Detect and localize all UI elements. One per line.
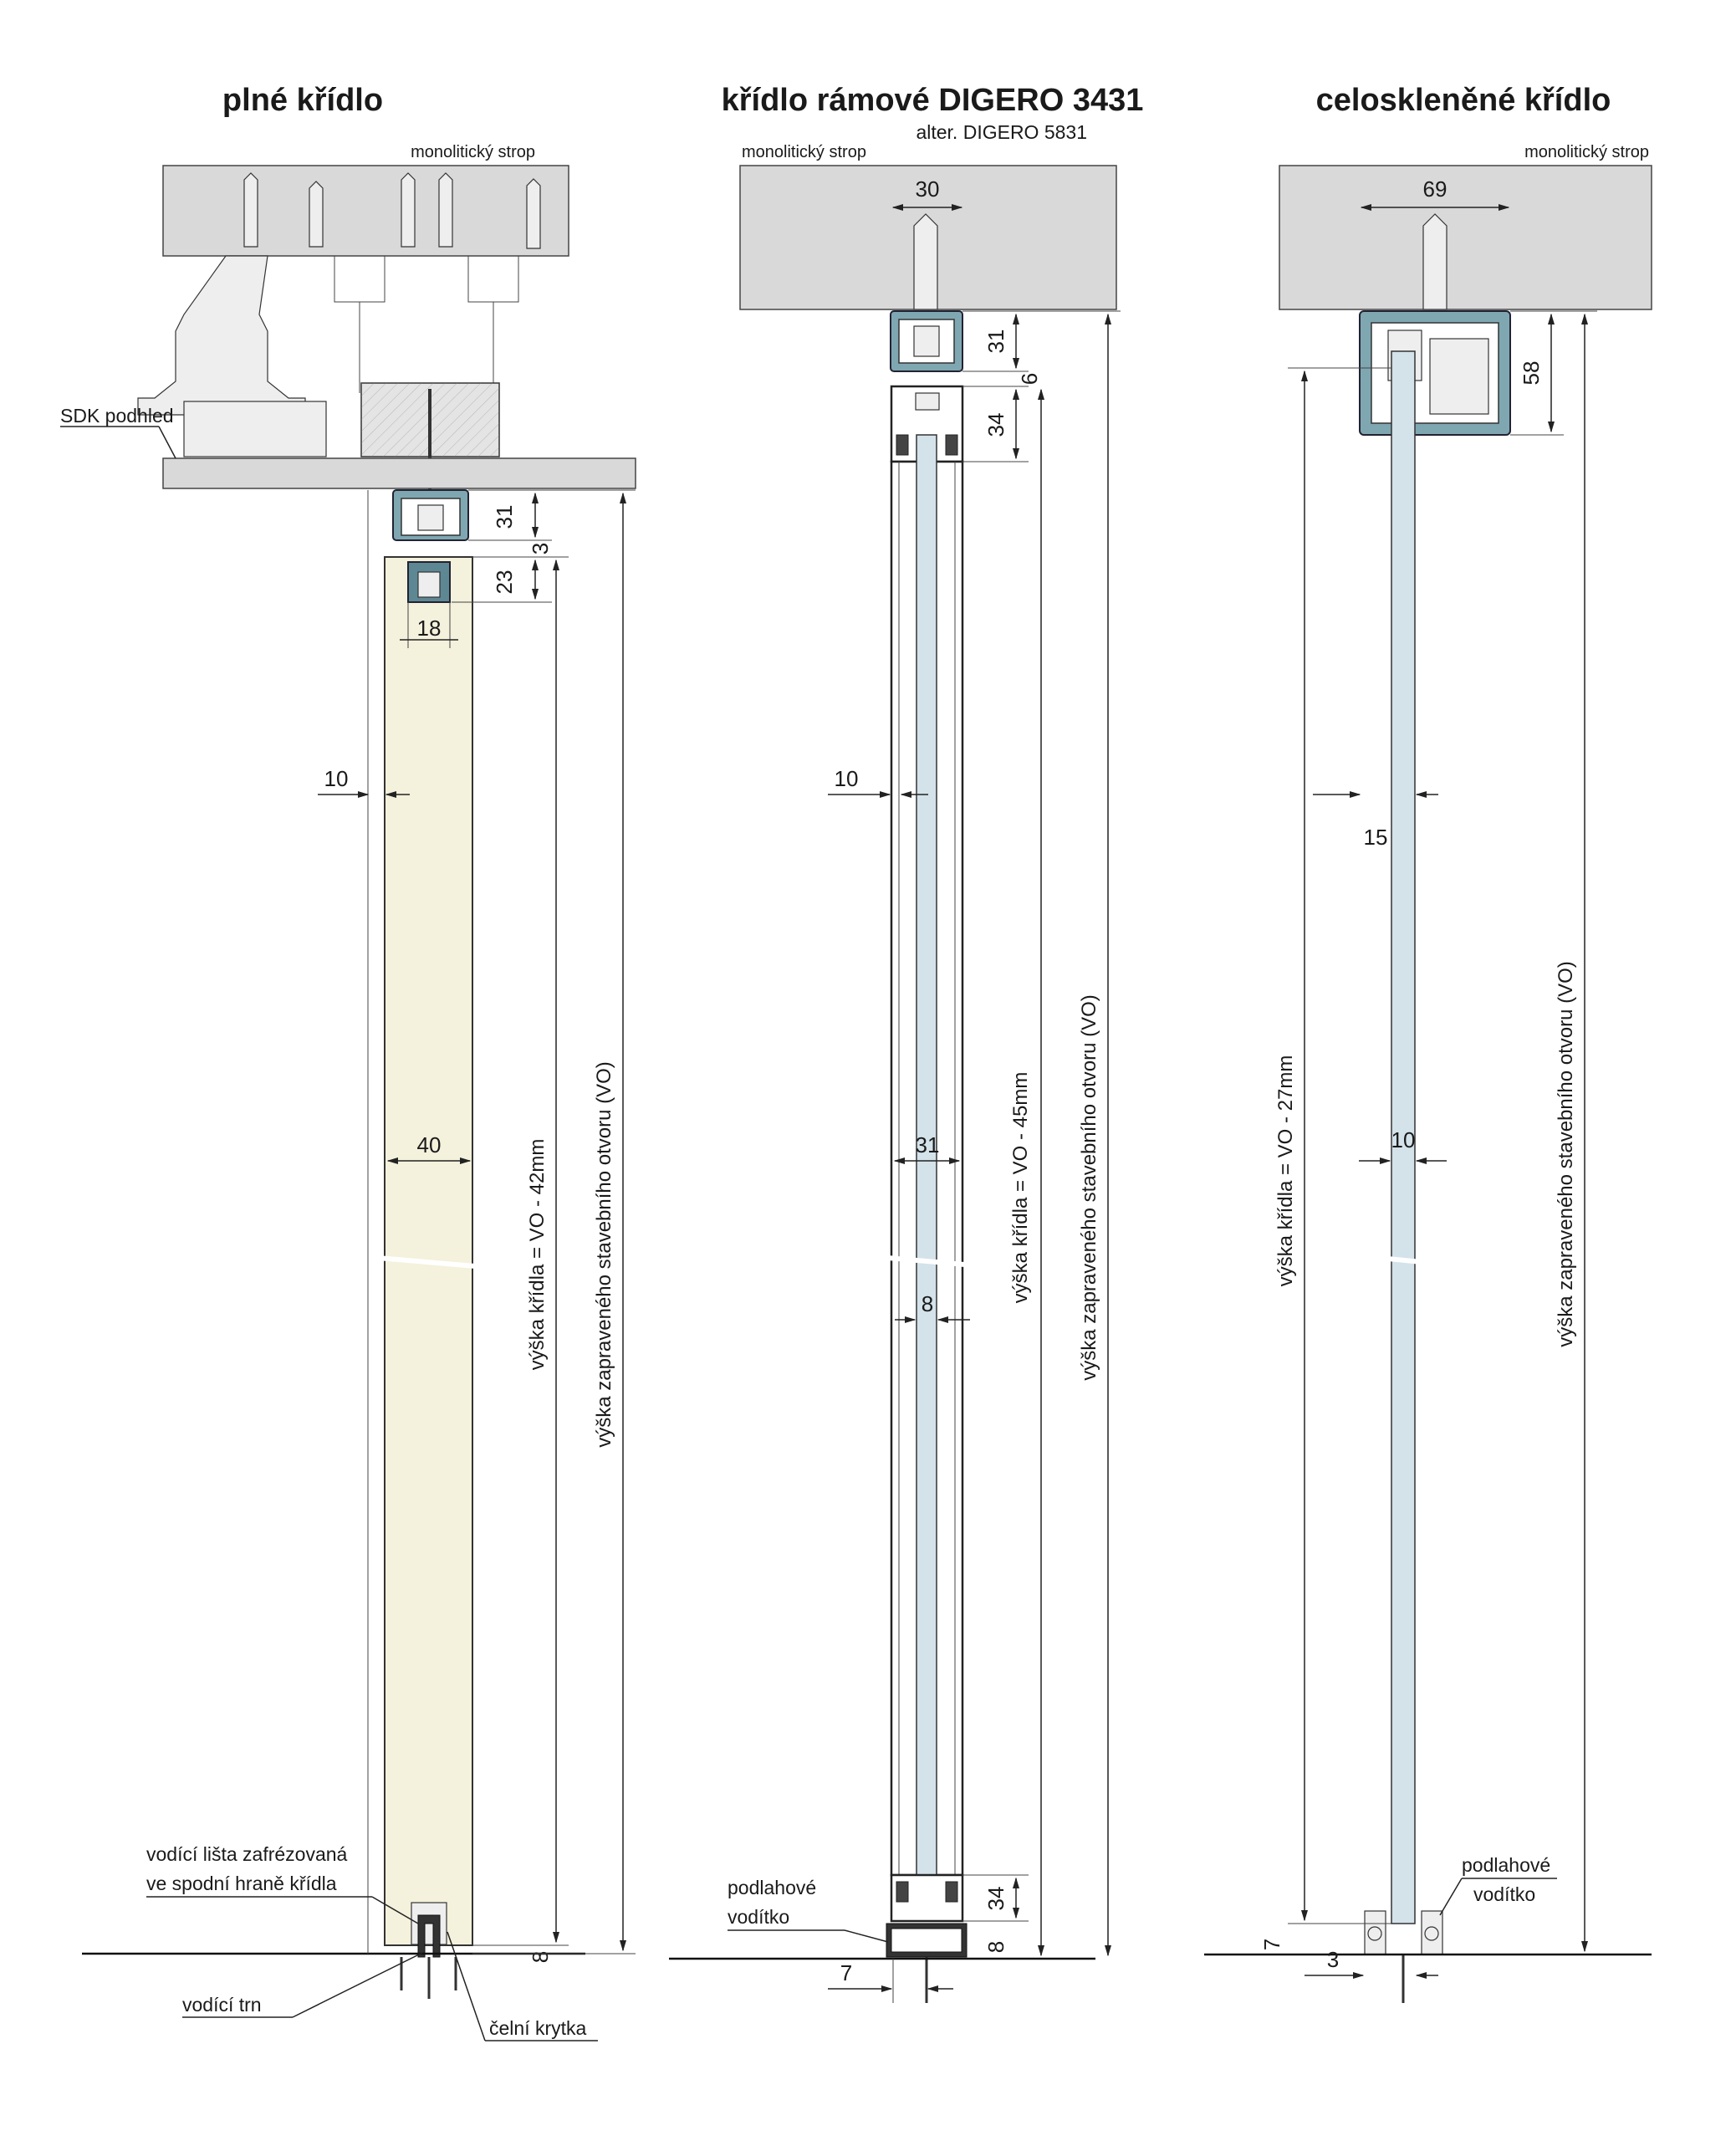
svg-text:8: 8 — [983, 1941, 1008, 1953]
glass-pane — [1391, 350, 1416, 1924]
sdk-board — [162, 457, 636, 489]
callout-floor-guide-2: vodítko — [728, 1906, 789, 1928]
dim-34-bottom: 34 — [962, 1874, 1029, 1922]
ceiling-label: monolitický strop — [1524, 143, 1649, 161]
callout-end-cap: čelní krytka — [489, 2017, 587, 2039]
callout-floor-guide-1: podlahové — [728, 1877, 816, 1898]
sdk-label: SDK podhled — [60, 405, 174, 427]
dim-10-glass: 10 — [1359, 1127, 1447, 1165]
leaf-height-label: výška křídla = VO - 45mm — [1009, 1072, 1032, 1304]
dim-30: 30 — [891, 176, 963, 212]
opening-height-label: výška zapraveného stavebního otvoru (VO) — [1555, 961, 1577, 1347]
dim-40: 40 — [386, 1132, 472, 1165]
dim-58: 58 — [1510, 310, 1564, 436]
svg-text:15: 15 — [1364, 825, 1388, 850]
svg-text:30: 30 — [916, 176, 940, 202]
dim-31-frame: 31 — [893, 1132, 961, 1165]
svg-text:34: 34 — [983, 413, 1008, 437]
ceiling-anchors — [243, 172, 541, 249]
svg-text:18: 18 — [417, 616, 442, 641]
dim-23: 23 — [452, 559, 552, 603]
ceiling-label: monolitický strop — [742, 143, 866, 161]
svg-text:31: 31 — [492, 505, 517, 529]
callout-guide-rail-1: vodící lišta zafrézovaná — [146, 1843, 348, 1865]
svg-text:3: 3 — [1327, 1947, 1339, 1972]
ceiling-anchor — [913, 213, 938, 310]
section-frame-leaf: křídlo rámové DIGERO 3431 alter. DIGERO … — [669, 83, 1143, 2003]
guide-pin — [417, 1914, 441, 1958]
ceiling-label: monolitický strop — [411, 143, 535, 161]
callout-guide-rail-2: ve spodní hraně křídla — [146, 1873, 337, 1894]
svg-text:34: 34 — [983, 1887, 1008, 1911]
dim-10: 10 — [828, 766, 928, 799]
callout-floor-guide-2: vodítko — [1473, 1883, 1535, 1905]
svg-text:10: 10 — [324, 766, 349, 791]
dim-31: 31 — [962, 310, 1029, 372]
ceiling-hanger — [137, 255, 306, 416]
svg-text:7: 7 — [840, 1960, 852, 1985]
svg-text:10: 10 — [1391, 1127, 1416, 1152]
section-title: plné křídlo — [222, 83, 383, 118]
callout-floor-guide-1: podlahové — [1462, 1854, 1550, 1876]
ceiling-slab — [162, 165, 569, 257]
svg-text:31: 31 — [983, 330, 1008, 354]
opening-height-label: výška zapraveného stavebního otvoru (VO) — [1078, 994, 1100, 1381]
svg-text:23: 23 — [492, 570, 517, 595]
dim-15: 15 — [1313, 790, 1438, 850]
section-glass-leaf: celoskleněné křídlo monolitický strop 69… — [1204, 83, 1652, 2003]
dim-7: 7 — [1259, 1923, 1391, 1950]
sdk-profile — [183, 401, 327, 457]
section-solid-leaf: plné křídlo monolitický strop SDK podhle… — [60, 83, 636, 2041]
solid-leaf — [384, 556, 473, 1946]
dim-7: 7 — [828, 1959, 953, 2003]
section-subtitle: alter. DIGERO 5831 — [916, 121, 1087, 143]
dim-18: 18 — [400, 602, 458, 648]
dim-8-glass: 8 — [895, 1291, 970, 1324]
ceiling-anchor — [1422, 213, 1448, 310]
break-line — [1371, 1254, 1438, 1266]
svg-text:10: 10 — [835, 766, 859, 791]
section-title: celoskleněné křídlo — [1316, 83, 1611, 118]
dim-69: 69 — [1360, 176, 1510, 212]
svg-text:69: 69 — [1423, 176, 1448, 202]
callout-guide-pin: vodící trn — [182, 1994, 262, 2016]
svg-text:7: 7 — [1259, 1939, 1284, 1950]
svg-text:40: 40 — [417, 1132, 442, 1157]
dim-3: 3 — [1305, 1947, 1438, 1980]
dim-34-top: 34 — [962, 388, 1029, 462]
section-title: křídlo rámové DIGERO 3431 — [722, 83, 1144, 118]
svg-text:31: 31 — [916, 1132, 940, 1157]
svg-text:58: 58 — [1519, 361, 1544, 386]
break-line — [878, 1254, 974, 1268]
svg-text:8: 8 — [922, 1291, 933, 1316]
svg-text:3: 3 — [528, 543, 553, 554]
dim-8-bottom: 8 — [983, 1941, 1008, 1953]
opening-height-label: výška zapraveného stavebního otvoru (VO) — [593, 1061, 615, 1448]
dim-31: 31 — [468, 489, 552, 541]
glass-pane — [916, 434, 937, 1891]
ceiling-slab — [1279, 165, 1652, 310]
dim-6: 6 — [962, 373, 1042, 387]
dim-10: 10 — [318, 766, 410, 799]
svg-text:8: 8 — [528, 1951, 553, 1963]
leaf-height-label: výška křídla = VO - 42mm — [526, 1139, 549, 1371]
break-line — [368, 1254, 485, 1270]
dim-3: 3 — [472, 543, 569, 558]
channel-profile — [467, 256, 519, 303]
svg-text:6: 6 — [1017, 373, 1042, 385]
floor-guide — [886, 1923, 968, 1958]
leaf-height-label: výška křídla = VO - 27mm — [1274, 1055, 1297, 1287]
channel-profile — [334, 256, 385, 303]
